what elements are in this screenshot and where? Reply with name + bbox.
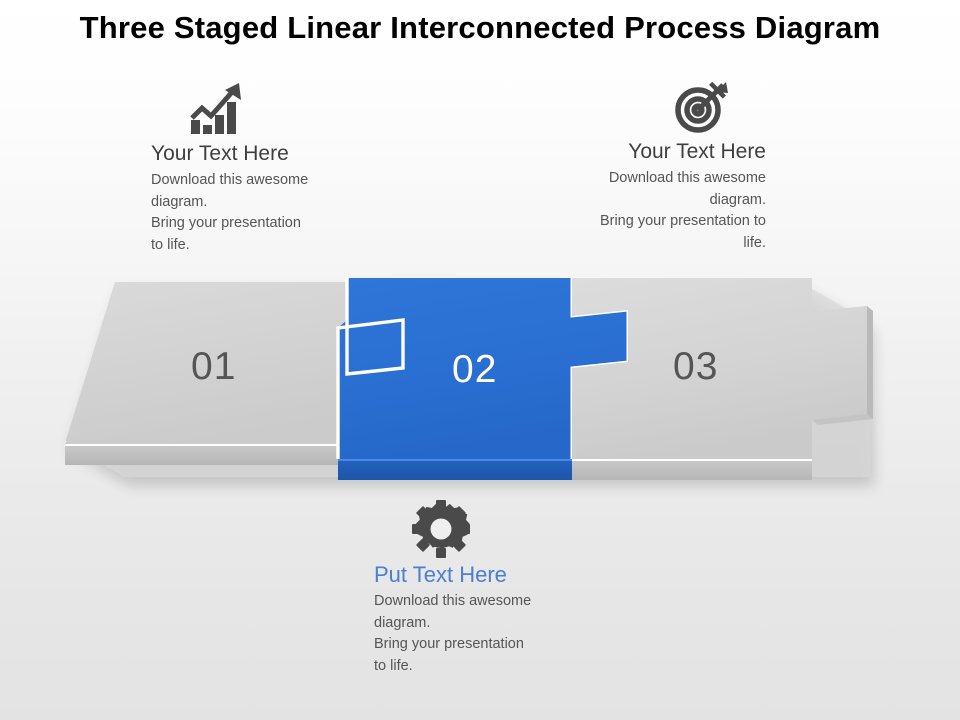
piece-03-tab-depth xyxy=(867,306,873,419)
text-block-left: Your Text Here Download this awesome dia… xyxy=(151,82,351,256)
text-block-right: Your Text Here Download this awesome dia… xyxy=(566,80,766,254)
target-arrow-icon-wrap xyxy=(566,80,766,138)
page-title: Three Staged Linear Interconnected Proce… xyxy=(79,10,881,45)
piece-01-face xyxy=(65,282,403,444)
text-block-bottom-heading: Put Text Here xyxy=(374,562,507,587)
body-line: Download this awesome xyxy=(374,593,532,610)
body-line: diagram. xyxy=(151,193,208,210)
puzzle-diagram xyxy=(55,262,905,517)
body-line: Bring your presentation xyxy=(374,636,524,653)
gear-icon-wrap xyxy=(374,500,584,560)
text-block-left-heading: Your Text Here xyxy=(151,142,289,165)
puzzle-piece-01[interactable] xyxy=(65,282,403,465)
body-line: Download this awesome xyxy=(608,170,766,187)
body-line: diagram. xyxy=(709,191,766,208)
growth-chart-icon-wrap xyxy=(151,82,351,140)
growth-chart-icon xyxy=(190,83,241,134)
target-arrow-icon xyxy=(675,81,728,133)
body-line: diagram. xyxy=(374,614,431,631)
text-block-bottom: Put Text Here Download this awesome diag… xyxy=(374,500,584,677)
text-block-bottom-body: Download this awesome diagram. Bring you… xyxy=(374,591,584,677)
puzzle-svg xyxy=(65,278,873,480)
body-line: life. xyxy=(743,234,766,251)
puzzle-piece-03[interactable] xyxy=(572,278,873,480)
text-block-left-body: Download this awesome diagram. Bring you… xyxy=(151,170,351,256)
piece-03-tab-underside xyxy=(812,414,873,425)
piece-03-side xyxy=(572,459,812,480)
text-block-right-body: Download this awesome diagram. Bring you… xyxy=(566,168,766,254)
piece-03-face xyxy=(572,278,867,459)
body-line: to life. xyxy=(374,657,413,674)
piece-02-face xyxy=(338,278,628,459)
text-block-right-heading: Your Text Here xyxy=(628,140,766,163)
body-line: Download this awesome xyxy=(151,172,309,189)
body-line: to life. xyxy=(151,236,190,253)
piece-02-left-seam xyxy=(336,278,405,459)
body-line: Bring your presentation xyxy=(151,215,301,232)
body-line: Bring your presentation to xyxy=(599,213,766,230)
piece-02-side xyxy=(338,459,572,480)
gear-icon xyxy=(412,500,470,558)
puzzle-piece-02[interactable] xyxy=(336,278,630,480)
piece-01-side xyxy=(65,444,347,465)
